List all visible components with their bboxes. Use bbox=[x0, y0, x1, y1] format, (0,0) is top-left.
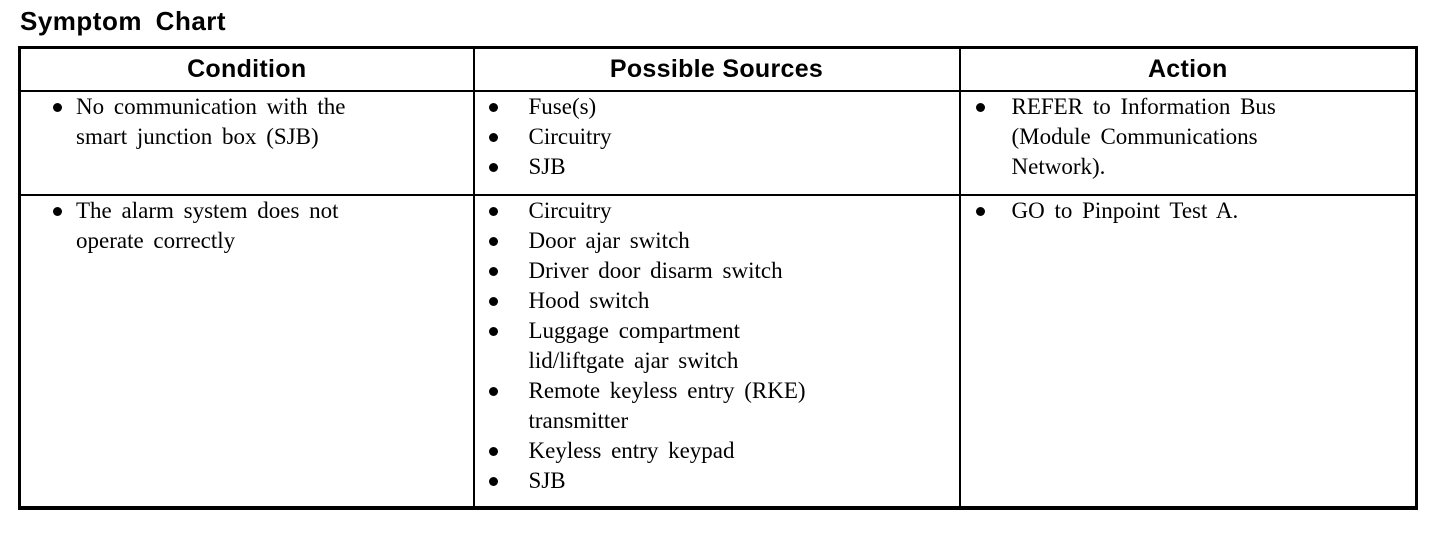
text-line: Fuse(s) bbox=[528, 93, 597, 119]
bullet-icon bbox=[488, 162, 498, 172]
text-line: REFER to Information Bus bbox=[1011, 93, 1276, 119]
bullet-item: SJB bbox=[476, 466, 958, 496]
text-line: transmitter bbox=[528, 407, 629, 433]
bullet-text: Luggage compartment lid/liftgate ajar swi… bbox=[529, 316, 741, 376]
text-line: Network). bbox=[1011, 153, 1106, 179]
bullet-icon bbox=[488, 386, 498, 396]
table-row: No communication with the smart junction … bbox=[18, 89, 1418, 196]
bullet-icon bbox=[53, 206, 62, 216]
bullet-icon bbox=[488, 236, 498, 246]
bullet-text: The alarm system does not operate correct… bbox=[76, 197, 339, 256]
action-cell: GO to Pinpoint Test A. bbox=[958, 193, 1418, 509]
bullet-item: Hood switch bbox=[476, 286, 958, 316]
text-line: Driver door disarm switch bbox=[528, 257, 783, 283]
bullet-icon bbox=[488, 206, 498, 216]
bullet-item: Driver door disarm switch bbox=[476, 256, 958, 286]
bullet-item: The alarm system does not operate correct… bbox=[22, 197, 472, 256]
bullet-icon bbox=[975, 206, 985, 216]
text-line: No communication with the bbox=[76, 93, 346, 119]
bullet-item: Fuse(s) bbox=[476, 93, 958, 122]
symptom-table-body: No communication with the smart junction … bbox=[18, 89, 1418, 509]
table-header-row: Condition Possible Sources Action bbox=[18, 46, 1418, 92]
text-line: Circuitry bbox=[528, 123, 612, 149]
bullet-item: No communication with the smart junction … bbox=[22, 93, 472, 152]
bullet-icon bbox=[975, 102, 985, 112]
column-header-action: Action bbox=[958, 46, 1418, 92]
bullet-text: Fuse(s) bbox=[528, 93, 597, 122]
bullet-icon bbox=[488, 132, 498, 142]
bullet-item: Circuitry bbox=[476, 122, 958, 152]
bullet-text: Keyless entry keypad bbox=[529, 436, 735, 466]
condition-cell: No communication with the smart junction … bbox=[18, 89, 475, 196]
bullet-text: REFER to Information Bus (Module Communic… bbox=[1011, 93, 1276, 182]
text-line: Circuitry bbox=[528, 197, 612, 223]
text-line: Door ajar switch bbox=[528, 227, 690, 253]
text-line: lid/liftgate ajar switch bbox=[528, 347, 739, 373]
bullet-item: REFER to Information Bus (Module Communic… bbox=[962, 93, 1415, 182]
column-header-possible-sources: Possible Sources bbox=[472, 46, 961, 92]
bullet-text: Door ajar switch bbox=[529, 226, 690, 256]
bullet-item: Circuitry bbox=[476, 197, 958, 226]
bullet-icon bbox=[488, 296, 498, 306]
bullet-item: Keyless entry keypad bbox=[476, 436, 958, 466]
bullet-text: SJB bbox=[529, 466, 566, 496]
bullet-text: Circuitry bbox=[529, 122, 612, 152]
bullet-icon bbox=[488, 266, 498, 276]
text-line: (Module Communications bbox=[1011, 123, 1258, 149]
bullet-text: GO to Pinpoint Test A. bbox=[1011, 197, 1239, 226]
bullet-text: Remote keyless entry (RKE) transmitter bbox=[529, 376, 806, 436]
bullet-item: GO to Pinpoint Test A. bbox=[962, 197, 1415, 226]
text-line: operate correctly bbox=[76, 227, 236, 253]
symptom-table: Condition Possible Sources Action No com… bbox=[18, 46, 1418, 510]
bullet-text: No communication with the smart junction … bbox=[76, 93, 346, 152]
text-line: smart junction box (SJB) bbox=[76, 123, 319, 149]
text-line: Keyless entry keypad bbox=[528, 437, 735, 463]
table-row: The alarm system does not operate correct… bbox=[18, 193, 1418, 509]
text-line: GO to Pinpoint Test A. bbox=[1011, 197, 1239, 223]
bullet-icon bbox=[488, 476, 498, 486]
page-title: Symptom Chart bbox=[20, 6, 227, 36]
bullet-icon bbox=[488, 326, 498, 336]
bullet-text: Hood switch bbox=[529, 286, 650, 316]
bullet-icon bbox=[488, 102, 498, 112]
text-line: Luggage compartment bbox=[528, 317, 741, 343]
text-line: The alarm system does not bbox=[76, 197, 339, 223]
action-cell: REFER to Information Bus (Module Communic… bbox=[958, 89, 1418, 196]
condition-cell: The alarm system does not operate correct… bbox=[18, 193, 475, 509]
text-line: SJB bbox=[528, 467, 566, 493]
bullet-item: Luggage compartment lid/liftgate ajar swi… bbox=[476, 316, 958, 376]
column-header-condition: Condition bbox=[18, 46, 475, 92]
bullet-text: Circuitry bbox=[528, 197, 612, 226]
bullet-text: SJB bbox=[529, 152, 566, 182]
text-line: Hood switch bbox=[528, 287, 650, 313]
bullet-item: Remote keyless entry (RKE) transmitter bbox=[476, 376, 958, 436]
bullet-icon bbox=[53, 102, 62, 112]
bullet-text: Driver door disarm switch bbox=[529, 256, 783, 286]
bullet-icon bbox=[488, 446, 498, 456]
bullet-item: Door ajar switch bbox=[476, 226, 958, 256]
bullet-item: SJB bbox=[476, 152, 958, 182]
text-line: Remote keyless entry (RKE) bbox=[528, 377, 806, 403]
text-line: SJB bbox=[528, 153, 566, 179]
